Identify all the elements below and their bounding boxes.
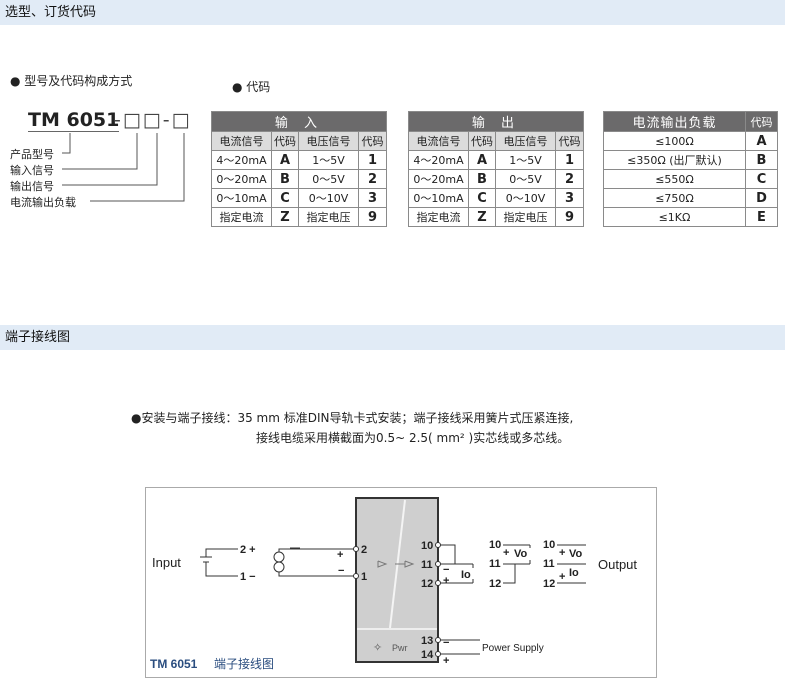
col-header: 代码 — [358, 131, 387, 151]
col-header: 代码 — [555, 131, 584, 151]
col-header: 电压信号 — [298, 131, 359, 151]
caption-model: TM 6051 — [150, 657, 198, 671]
cell: 0～5V — [298, 169, 359, 189]
cell: ≤1KΩ — [603, 207, 746, 227]
cell: Z — [468, 207, 496, 227]
terminal-13: 13 — [421, 635, 433, 647]
install-note-line1: ●安装与端子接线：35 mm 标准DIN导轨卡式安装；端子接线采用簧片式压紧连接… — [131, 411, 574, 425]
caption-text: 端子接线图 — [214, 656, 274, 671]
cell: 4～20mA — [408, 150, 469, 170]
ps-minus: − — [443, 637, 449, 649]
terminal-1-minus: 1 − — [240, 571, 256, 583]
output-label: Output — [598, 557, 637, 572]
vo-sign: + — [559, 547, 565, 559]
ps-plus: + — [443, 655, 449, 667]
input-label: Input — [152, 555, 181, 570]
terminal-11: 11 — [421, 559, 433, 571]
cell: 4～20mA — [211, 150, 272, 170]
io-sign: + — [559, 571, 565, 583]
cell: 0～20mA — [408, 169, 469, 189]
vo-sign: + — [503, 547, 509, 559]
label-input-signal: 输入信号 — [10, 164, 54, 177]
section-header-wiring: 端子接线图 — [0, 325, 785, 350]
section-header-ordering: 选型、订货代码 — [0, 0, 785, 25]
io-plus: + — [443, 575, 449, 587]
terminal-12: 12 — [543, 578, 555, 590]
terminal-12: 12 — [421, 578, 433, 590]
terminal-2: 2 — [361, 544, 367, 556]
cell: 0～20mA — [211, 169, 272, 189]
terminal-1: 1 — [361, 571, 367, 583]
terminal-10: 10 — [543, 539, 555, 551]
terminal-11: 11 — [543, 558, 555, 570]
terminal-10: 10 — [489, 539, 501, 551]
io-label: Io — [461, 569, 471, 581]
col-header: 电流输出负载 — [603, 111, 746, 132]
terminal-10: 10 — [421, 540, 433, 552]
diagram-frame — [145, 487, 657, 678]
cell: 指定电流 — [211, 207, 272, 227]
cell: 9 — [358, 207, 387, 227]
model-heading: ● 型号及代码构成方式 — [10, 74, 133, 88]
table-title: 输 入 — [211, 111, 387, 132]
vo-label: Vo — [514, 548, 528, 560]
col-header: 电压信号 — [495, 131, 556, 151]
label-output-signal: 输出信号 — [10, 180, 54, 193]
module-body — [355, 497, 439, 663]
minus-sign: − — [338, 565, 344, 577]
model-leader-lines — [62, 133, 185, 202]
install-note-line2: 接线电缆采用横截面为0.5~ 2.5( mm² )实芯线或多芯线。 — [256, 431, 570, 445]
terminal-14: 14 — [421, 649, 434, 661]
pwr-label: Pwr — [392, 643, 408, 653]
power-supply-label: Power Supply — [482, 643, 544, 654]
cell: 1 — [358, 150, 387, 170]
code-heading: ● 代码 — [232, 80, 271, 94]
label-output-load: 电流输出负载 — [10, 196, 76, 209]
cell: E — [745, 207, 778, 227]
model-number: TM 6051 — [28, 109, 120, 132]
cell: 0～10mA — [211, 188, 272, 208]
io-label: Io — [569, 567, 579, 579]
col-header: 代码 — [745, 111, 778, 132]
terminal-2-plus: 2 + — [240, 544, 256, 556]
terminal-11: 11 — [489, 558, 501, 570]
io-minus: − — [443, 564, 449, 576]
col-header: 电流信号 — [211, 131, 272, 151]
plus-sign: + — [337, 549, 343, 561]
terminal-12: 12 — [489, 578, 501, 590]
cell: 指定电压 — [495, 207, 556, 227]
cell: 指定电压 — [298, 207, 359, 227]
cell: 1～5V — [298, 150, 359, 170]
vo-label: Vo — [569, 548, 583, 560]
cell: 指定电流 — [408, 207, 469, 227]
label-product-model: 产品型号 — [10, 148, 54, 161]
table-row: ≤350Ω (出厂默认)B — [603, 150, 778, 170]
cell: 9 — [555, 207, 584, 227]
model-suffix: -□□-□ — [114, 109, 192, 131]
table-title: 输 出 — [408, 111, 584, 132]
led-icon: ✧ — [373, 642, 382, 654]
col-header: 代码 — [271, 131, 299, 151]
